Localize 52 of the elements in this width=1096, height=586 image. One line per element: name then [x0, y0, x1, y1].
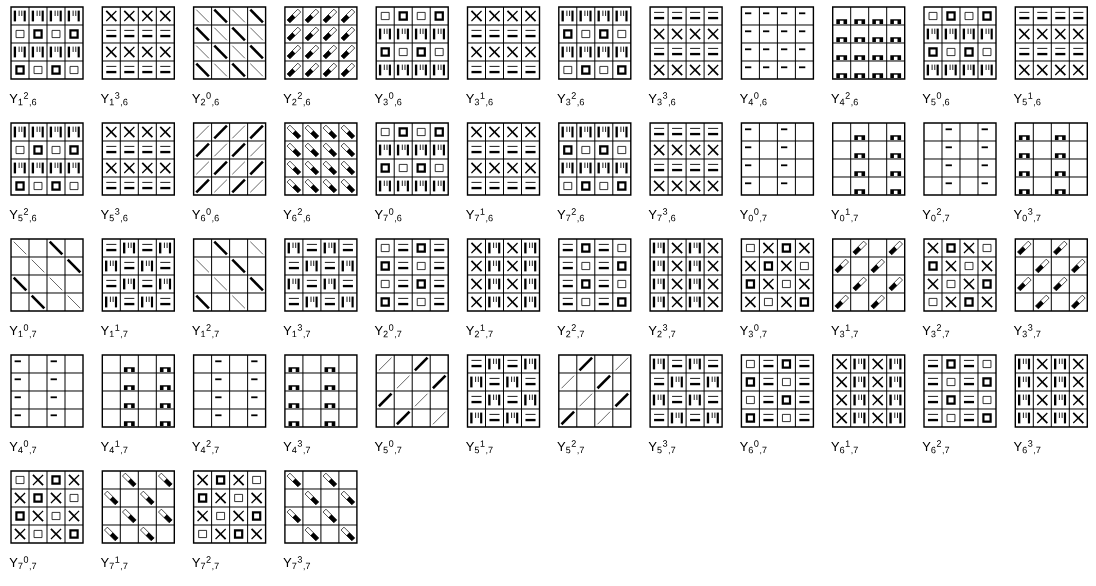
tile-label: Y$_{5}$3,7 — [648, 440, 676, 455]
tile-label: Y$_{4}$2,7 — [192, 440, 219, 455]
tile-label: Y$_{2}$2,7 — [557, 324, 584, 339]
tile-label: Y$_{3}$1,6 — [466, 92, 493, 107]
tile-label: Y$_{0}$0,7 — [739, 208, 767, 223]
tile-label: Y$_{7}$1,7 — [100, 556, 128, 571]
tile-label: Y$_{2}$1,7 — [466, 324, 493, 339]
tile-label: Y$_{5}$0,7 — [374, 440, 402, 455]
tile-label: Y$_{7}$3,6 — [648, 208, 676, 223]
tile-label: Y$_{7}$0,6 — [374, 208, 402, 223]
tile-label: Y$_{6}$2,6 — [283, 208, 311, 223]
tile-label: Y$_{3}$2,7 — [922, 324, 950, 339]
tile-label: Y$_{7}$0,7 — [9, 556, 37, 571]
tile-label: Y$_{5}$0,6 — [922, 92, 950, 107]
tile-label: Y$_{5}$2,7 — [557, 440, 584, 455]
tile-label: Y$_{3}$3,6 — [648, 92, 676, 107]
tile-label: Y$_{7}$3,7 — [283, 556, 311, 571]
tile-label: Y$_{2}$0,7 — [374, 324, 402, 339]
tile-label: Y$_{4}$0,6 — [739, 92, 767, 107]
tile-label: Y$_{2}$0,6 — [192, 92, 219, 107]
tile-label: Y$_{4}$1,7 — [100, 440, 128, 455]
tile-label: Y$_{1}$3,7 — [283, 324, 311, 339]
tile-label: Y$_{3}$1,7 — [831, 324, 858, 339]
tile-label: Y$_{3}$0,7 — [739, 324, 767, 339]
tile-label: Y$_{5}$1,6 — [1013, 92, 1041, 107]
tile-label: Y$_{1}$3,6 — [100, 92, 128, 107]
tile-label: Y$_{2}$3,7 — [648, 324, 676, 339]
tile-label: Y$_{4}$3,7 — [283, 440, 311, 455]
tile-label: Y$_{6}$0,7 — [739, 440, 767, 455]
tile-label: Y$_{7}$2,6 — [557, 208, 584, 223]
tile-label: Y$_{0}$1,7 — [831, 208, 858, 223]
tile-label: Y$_{1}$0,7 — [9, 324, 37, 339]
tile-label: Y$_{5}$1,7 — [466, 440, 493, 455]
tile-label: Y$_{7}$2,7 — [192, 556, 219, 571]
tile-label: Y$_{5}$3,6 — [100, 208, 128, 223]
tile-label: Y$_{3}$0,6 — [374, 92, 402, 107]
tile-label: Y$_{1}$2,6 — [9, 92, 37, 107]
tile-label: Y$_{6}$0,6 — [192, 208, 219, 223]
tile-label: Y$_{4}$0,7 — [9, 440, 37, 455]
tile-label: Y$_{4}$2,6 — [831, 92, 858, 107]
tile-label: Y$_{6}$3,7 — [1013, 440, 1041, 455]
tile-label: Y$_{5}$2,6 — [9, 208, 37, 223]
tile-label: Y$_{2}$2,6 — [283, 92, 311, 107]
tile-label: Y$_{3}$2,6 — [557, 92, 584, 107]
tile-label: Y$_{0}$2,7 — [922, 208, 950, 223]
tile-label: Y$_{6}$1,7 — [831, 440, 858, 455]
tile-label: Y$_{1}$1,7 — [100, 324, 128, 339]
tile-label: Y$_{1}$2,7 — [192, 324, 219, 339]
tile-label: Y$_{6}$2,7 — [922, 440, 950, 455]
tile-label: Y$_{0}$3,7 — [1013, 208, 1041, 223]
tile-label: Y$_{7}$1,6 — [466, 208, 493, 223]
tile-label: Y$_{3}$3,7 — [1013, 324, 1041, 339]
